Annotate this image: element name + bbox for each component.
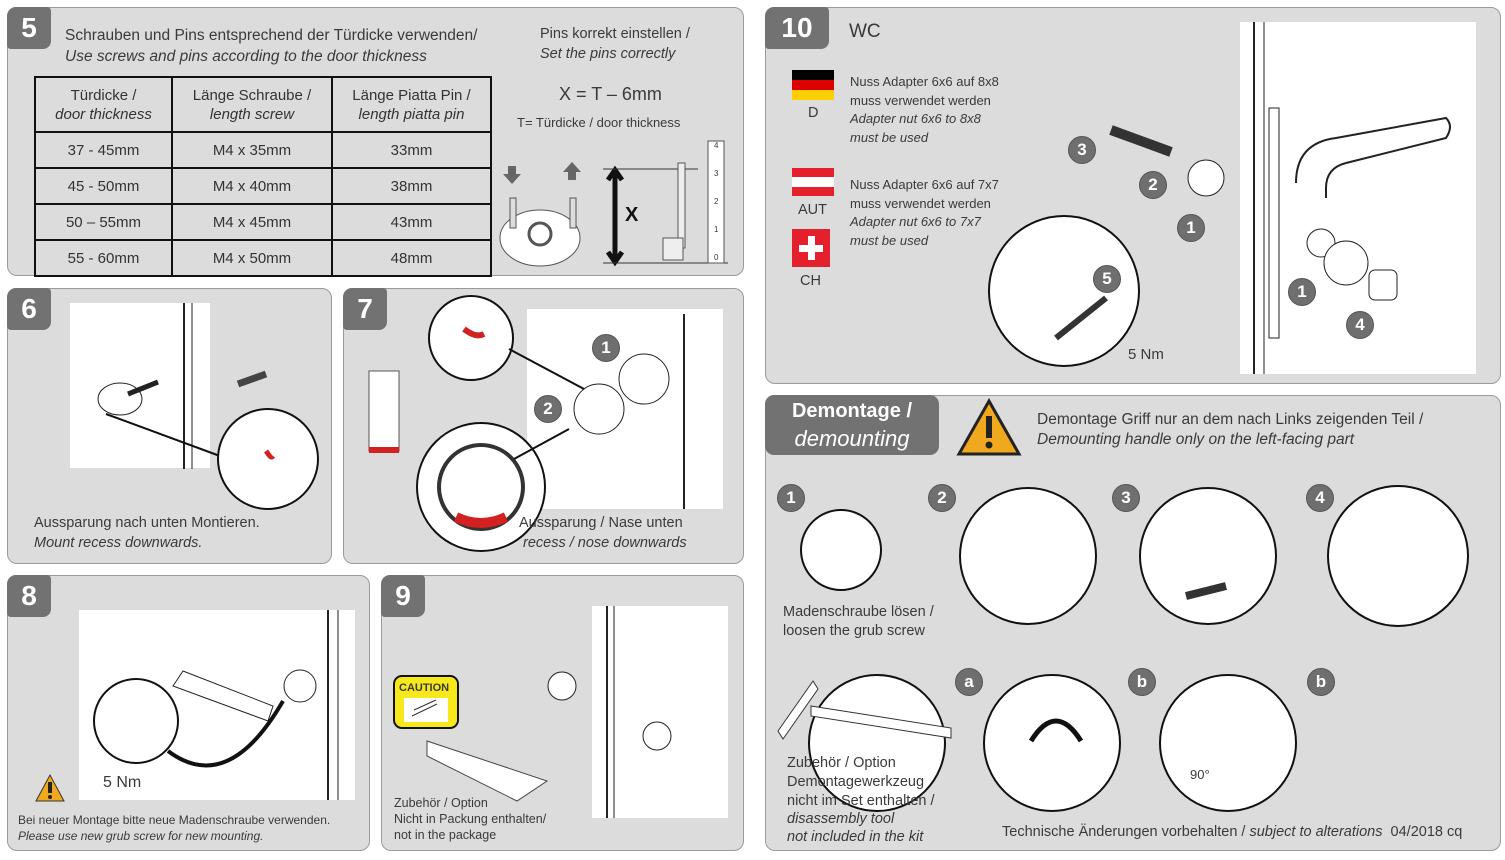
x-label: X [625, 204, 639, 226]
step6-drawing [97, 303, 319, 510]
step7-text-de: Aussparung / Nase unten [519, 515, 683, 531]
step-badge: 10 [765, 7, 829, 49]
step5-title-en: Use screws and pins according to the doo… [65, 48, 427, 65]
illustration [70, 303, 210, 468]
pins-en: Set the pins correctly [540, 46, 676, 62]
marker: b [1307, 668, 1335, 696]
flag-label-aut: AUT [798, 202, 827, 218]
flag-label-ch: CH [800, 273, 821, 289]
step7-drawing [368, 295, 685, 552]
step9-text2: Nicht in Packung enthalten/ [394, 812, 547, 826]
step9-text3: not in the package [394, 828, 497, 842]
step-badge: 9 [381, 575, 425, 617]
formula-note: T= Türdicke / door thickness [517, 115, 681, 130]
ruler-tick-label: 2 [714, 197, 719, 206]
step1-de: Madenschraube lösen / [783, 604, 934, 620]
flag-switzerland-icon [792, 229, 830, 267]
screw-table: Türdicke /door thickness Länge Schraube … [34, 76, 492, 277]
ruler-tick-label: 0 [714, 253, 719, 262]
step-9-panel: 9 CAUTION Zubehör / Option Nicht in Pack… [381, 575, 744, 851]
step10-title: WC [849, 21, 881, 42]
step-badge: 5 [7, 7, 51, 49]
step-badge: 8 [7, 575, 51, 617]
marker: 2 [1139, 171, 1167, 199]
step-5-panel: 5 Schrauben und Pins entsprechend der Tü… [7, 7, 744, 277]
pin-diagram [499, 140, 728, 267]
marker: 4 [1346, 311, 1374, 339]
marker: 3 [1112, 484, 1140, 512]
marker: b [1128, 668, 1156, 696]
pins-de: Pins korrekt einstellen / [540, 26, 690, 42]
angle-label: 90° [1190, 767, 1210, 782]
torque: 5 Nm [1128, 346, 1164, 363]
tool-3: nicht im Set enthalten / [787, 793, 935, 809]
tool-5: not included in the kit [787, 829, 924, 845]
caution-icon [393, 675, 459, 729]
marker: 3 [1068, 136, 1096, 164]
caution-label: CAUTION [399, 682, 450, 694]
torque: 5 Nm [103, 774, 142, 791]
step1-en: loosen the grub screw [783, 623, 925, 639]
step-8-panel: 8 5 Nm Bei neuer Montage bitte neue Made… [7, 575, 370, 851]
step-6-panel: 6 Aussparung nach unten Montieren. Mount… [7, 288, 332, 564]
flag-label-d: D [808, 105, 819, 121]
step9-text1: Zubehör / Option [394, 796, 488, 810]
step10-drawing [988, 22, 1451, 374]
formula: X = T – 6mm [559, 84, 662, 104]
step-badge: 6 [7, 288, 51, 330]
ruler-tick-label: 3 [714, 169, 719, 178]
step7-text-en: recess / nose downwards [523, 535, 687, 551]
tool-1: Zubehör / Option [787, 755, 896, 771]
step8-drawing [35, 610, 339, 802]
ruler-tick-label: 1 [714, 225, 719, 234]
col-header: Türdicke /door thickness [34, 76, 173, 133]
warning-en: Demounting handle only on the left-facin… [1037, 431, 1355, 448]
step-badge: 7 [343, 288, 387, 330]
demount-drawings [777, 397, 1469, 812]
marker: 1 [1288, 278, 1316, 306]
step6-text-en: Mount recess downwards. [34, 535, 203, 551]
tool-4: disassembly tool [787, 811, 895, 827]
marker: 5 [1093, 265, 1121, 293]
step8-text-de: Bei neuer Montage bitte neue Madenschrau… [18, 813, 331, 827]
col-header: Länge Schraube /length screw [171, 76, 333, 133]
marker: 1 [1177, 214, 1205, 242]
warning-icon [35, 773, 65, 802]
marker: 2 [928, 484, 956, 512]
col-header: Länge Piatta Pin /length piatta pin [331, 76, 492, 133]
marker: 2 [534, 395, 562, 423]
marker: 1 [777, 484, 805, 512]
flag-austria-icon [792, 168, 834, 196]
warning-icon [956, 397, 1022, 456]
step5-title-de: Schrauben und Pins entsprechend der Türd… [65, 27, 478, 44]
illustration [592, 606, 728, 818]
flag-germany-icon [792, 70, 834, 100]
marker: a [955, 668, 983, 696]
ruler-tick-label: 4 [714, 141, 719, 150]
marker: 4 [1306, 484, 1334, 512]
footer: Technische Änderungen vorbehalten / subj… [1002, 824, 1463, 840]
step8-text-en: Please use new grub screw for new mounti… [18, 829, 264, 843]
marker: 1 [592, 334, 620, 362]
demounting-panel: Demontage /demounting Demontage Griff nu… [765, 395, 1501, 851]
demounting-header: Demontage /demounting [765, 395, 939, 455]
step6-text-de: Aussparung nach unten Montieren. [34, 515, 260, 531]
warning-de: Demontage Griff nur an dem nach Links ze… [1037, 411, 1424, 428]
tool-2: Demontagewerkzeug [787, 774, 925, 790]
step-7-panel: 7 1 2 Aussparung / Nase unten recess / n… [343, 288, 744, 564]
step9-drawing [393, 606, 672, 818]
